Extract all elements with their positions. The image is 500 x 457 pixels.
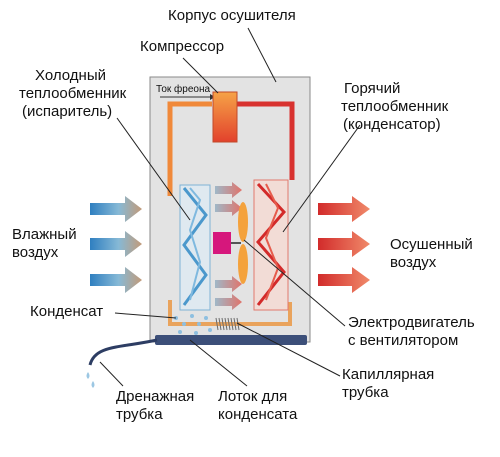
humid-air-arrows xyxy=(90,196,142,293)
tray-label-line2: конденсата xyxy=(218,406,298,423)
condensate-label: Конденсат xyxy=(30,303,104,320)
condenser-label-line2: теплообменник xyxy=(341,98,449,115)
dry-air-label-line2: воздух xyxy=(390,254,437,271)
drain-label-line2: трубка xyxy=(116,406,163,423)
tray-label-line1: Лоток для xyxy=(218,388,288,405)
condenser-label-line3: (конденсатор) xyxy=(343,116,441,133)
fan-blade-top xyxy=(238,202,248,242)
condenser-label-line1: Горячий xyxy=(344,80,401,97)
motor-block xyxy=(213,232,231,254)
leader-lines xyxy=(99,27,361,387)
fan-blade-bottom xyxy=(238,244,248,284)
freon-pipe-bottom xyxy=(168,300,292,326)
freon-pipe-right xyxy=(236,101,295,180)
housing-label: Корпус осушителя xyxy=(168,7,296,24)
humid-air-label-line1: Влажный xyxy=(12,226,77,243)
drain-tube xyxy=(88,338,158,366)
dry-air-label-line1: Осушенный xyxy=(390,236,473,253)
humid-air-label-line2: воздух xyxy=(12,244,59,261)
compressor-unit xyxy=(212,91,238,143)
capillary-label-line2: трубка xyxy=(342,384,389,401)
dry-air-arrows xyxy=(318,196,370,293)
evaporator-label-line1: Холодный xyxy=(35,67,106,84)
freon-pipe-left xyxy=(167,101,212,196)
compressor-label: Компрессор xyxy=(140,38,225,55)
drain-drop-2 xyxy=(91,381,95,388)
capillary-label-line1: Капиллярная xyxy=(342,366,435,383)
evaporator-label-line3: (испаритель) xyxy=(22,103,113,120)
drain-drop-1 xyxy=(86,372,90,379)
freon-flow-label: Ток фреона xyxy=(156,84,211,95)
evaporator-label-line2: теплообменник xyxy=(19,85,127,102)
motor-label-line1: Электродвигатель xyxy=(348,314,475,331)
internal-airflow-arrows xyxy=(215,182,242,310)
drain-label-line1: Дренажная xyxy=(116,388,195,405)
evaporator-coil-2 xyxy=(188,187,202,301)
motor-label-line2: с вентилятором xyxy=(348,332,459,349)
condensate-tray xyxy=(155,335,307,345)
condenser-coil-2 xyxy=(264,183,280,301)
condensate-drops xyxy=(174,314,212,335)
